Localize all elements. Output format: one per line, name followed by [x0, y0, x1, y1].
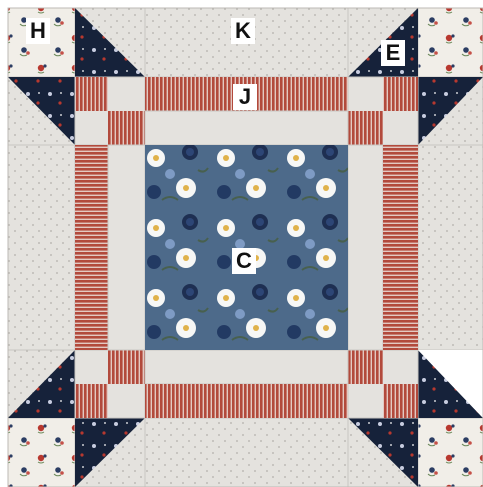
right-border [418, 145, 483, 350]
sashing-right [348, 145, 418, 350]
bottom-border [145, 418, 348, 487]
corner-unit-bottom-right [348, 350, 483, 487]
sashing-bottom [145, 350, 348, 418]
left-border [8, 145, 75, 350]
label-j: J [233, 84, 257, 110]
corner-unit-bottom-left [8, 350, 145, 487]
label-h: H [26, 18, 50, 44]
label-e: E [381, 40, 405, 66]
label-c: C [232, 248, 256, 274]
corner-unit-top-right [348, 8, 483, 145]
sashing-left [75, 145, 145, 350]
label-k: K [231, 18, 255, 44]
